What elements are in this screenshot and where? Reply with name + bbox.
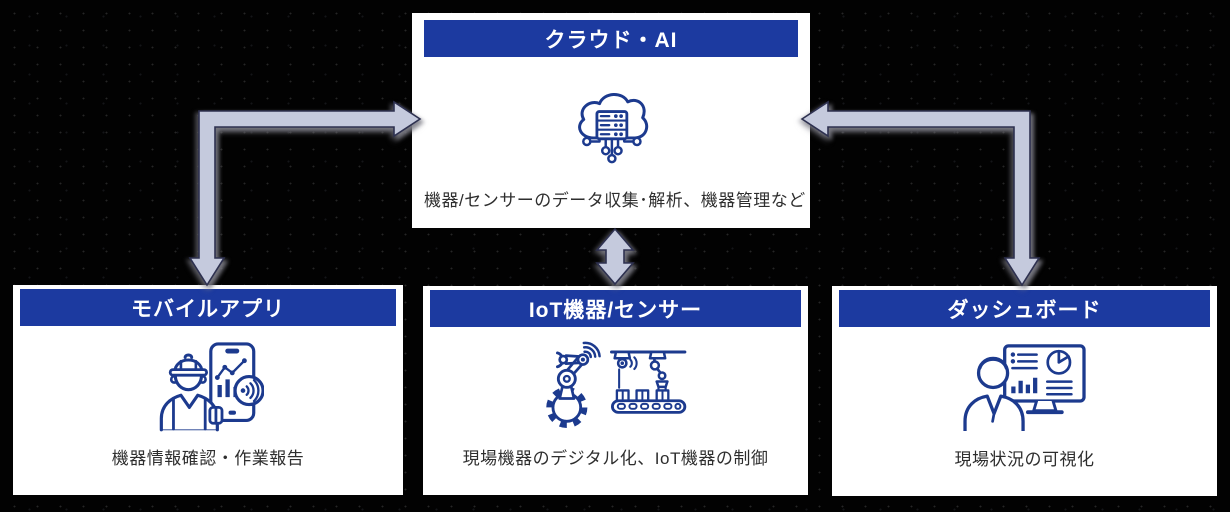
iot-devices-title: IoT機器/センサー: [528, 298, 703, 322]
cloud-dashboard-elbow-arrow: [800, 100, 1041, 287]
cloud-mobile-elbow-arrow: [188, 100, 422, 287]
mobile-app-box: モバイルアプリ: [13, 285, 403, 495]
mobile-app-caption: 機器情報確認・作業報告: [111, 449, 305, 468]
cloud-ai-header: クラウド・AI: [424, 20, 798, 57]
dashboard-box: ダッシュボード 現場状況の可視化: [832, 286, 1217, 496]
worker-smartphone-icon: [159, 342, 264, 432]
dashboard-header: ダッシュボード: [839, 290, 1210, 327]
robot-arm-conveyor-icon: [545, 341, 686, 428]
dashboard-title: ダッシュボード: [947, 298, 1102, 322]
cloud-server-network-icon: [578, 92, 649, 164]
cloud-ai-box: クラウド・AI: [412, 13, 810, 228]
mobile-app-header: モバイルアプリ: [20, 289, 396, 326]
iot-devices-caption: 現場機器のデジタル化、IoT機器の制御: [462, 449, 769, 468]
analyst-monitor-icon: [962, 343, 1086, 431]
cloud-ai-caption: 機器/センサーのデータ収集･解析、機器管理など: [424, 191, 806, 210]
dashboard-caption: 現場状況の可視化: [954, 450, 1095, 469]
iot-devices-box: IoT機器/センサー: [423, 286, 808, 495]
mobile-app-title: モバイルアプリ: [131, 297, 285, 321]
cloud-ai-title: クラウド・AI: [544, 28, 678, 52]
iot-devices-header: IoT機器/センサー: [430, 290, 801, 327]
cloud-iot-vertical-arrow: [595, 227, 635, 286]
